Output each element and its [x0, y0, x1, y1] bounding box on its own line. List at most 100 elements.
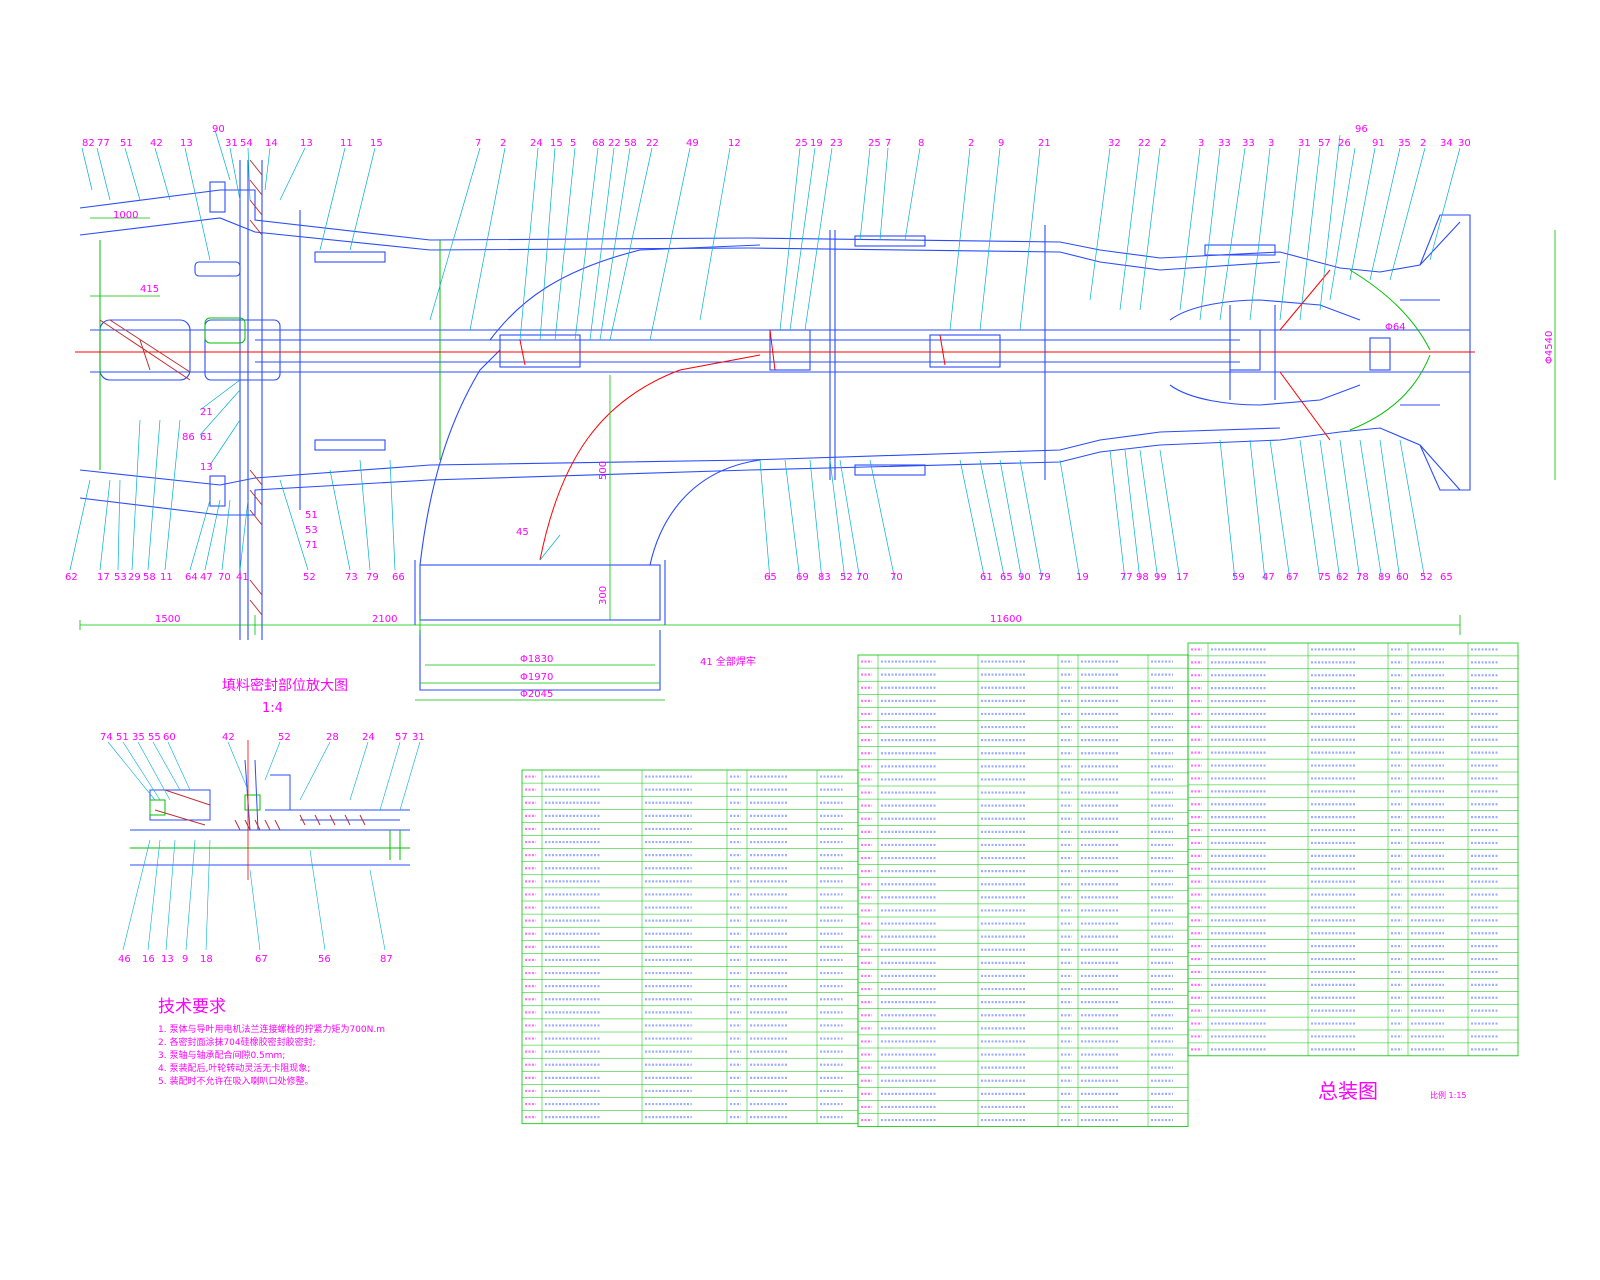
- bottom-callout-label: 70: [890, 572, 903, 583]
- dim-415: 415: [140, 284, 159, 295]
- top-callout-label: 22: [608, 138, 621, 149]
- side-label-86: 86: [182, 432, 195, 443]
- drawing-scale: 比例 1:15: [1430, 1090, 1467, 1100]
- bottom-callout-label: 70: [218, 572, 231, 583]
- tech-item-5: 5. 装配时不允许在吸入喇叭口处修整。: [158, 1075, 313, 1087]
- side-label-61: 61: [200, 432, 213, 443]
- top-callout-label: 12: [728, 138, 741, 149]
- bottom-callout-label: 29: [128, 572, 141, 583]
- bottom-callout-label: 79: [366, 572, 379, 583]
- bottom-callout-label: 52: [840, 572, 853, 583]
- bottom-callout-label: 70: [856, 572, 869, 583]
- top-callout-label: 13: [300, 138, 313, 149]
- detail-top-label-2: 35: [132, 732, 145, 743]
- top-callout-label: 8: [918, 138, 924, 149]
- bottom-callout-label: 77: [1120, 572, 1133, 583]
- detail-title: 填料密封部位放大图: [222, 677, 348, 694]
- top-callout-label: 35: [1398, 138, 1411, 149]
- bottom-callout-label: 53: [114, 572, 127, 583]
- top-callout-label: 11: [340, 138, 353, 149]
- detail-top-label-8: 24: [362, 732, 375, 743]
- bottom-callout-label: 65: [1000, 572, 1013, 583]
- bottom-callout-label: 73: [345, 572, 358, 583]
- bottom-callout-label: 64: [185, 572, 198, 583]
- bottom-callout-label: 17: [1176, 572, 1189, 583]
- bottom-callout-label: 62: [1336, 572, 1349, 583]
- top-callout-label: 2: [1160, 138, 1166, 149]
- bottom-callout-label: 66: [392, 572, 405, 583]
- parts-table-left-frame: [521, 769, 859, 1125]
- bottom-callout-label: 41: [236, 572, 249, 583]
- dim-phi2045: Φ2045: [520, 689, 553, 700]
- tech-item-1: 1. 泵体与导叶用电机法兰连接螺栓的拧紧力矩为700N.m: [158, 1023, 385, 1035]
- top-callout-label: 3: [1198, 138, 1204, 149]
- bottom-callout-label: 75: [1318, 572, 1331, 583]
- top-callout-label: 34: [1440, 138, 1453, 149]
- top-callout-label: 9: [998, 138, 1004, 149]
- side-label-51: 51: [305, 510, 318, 521]
- detail-top-label-3: 55: [148, 732, 161, 743]
- top-callout-label: 96: [1355, 124, 1368, 135]
- detail-top-label-5: 42: [222, 732, 235, 743]
- top-callout-label: 13: [180, 138, 193, 149]
- detail-bottom-label-3: 9: [182, 954, 188, 965]
- top-callout-label: 42: [150, 138, 163, 149]
- top-callout-label: 25: [868, 138, 881, 149]
- bottom-callout-label: 47: [1262, 572, 1275, 583]
- top-callout-label: 25: [795, 138, 808, 149]
- bottom-callout-label: 58: [143, 572, 156, 583]
- bottom-callout-label: 65: [1440, 572, 1453, 583]
- dim-phi64: Φ64: [1385, 322, 1406, 333]
- bottom-callout-label: 98: [1136, 572, 1149, 583]
- top-callout-label: 2: [968, 138, 974, 149]
- side-label-53: 53: [305, 525, 318, 536]
- bottom-callout-label: 79: [1038, 572, 1051, 583]
- detail-bottom-label-5: 67: [255, 954, 268, 965]
- top-callout-label: 91: [1372, 138, 1385, 149]
- title-block: 总装图 比例 1:15: [1318, 1079, 1467, 1103]
- detail-scale: 1:4: [262, 701, 283, 716]
- main-assembly-view: [69, 129, 1556, 701]
- top-callout-label: 31: [225, 138, 238, 149]
- top-callout-label: 15: [370, 138, 383, 149]
- top-callout-label: 33: [1218, 138, 1231, 149]
- top-callout-label: 2: [500, 138, 506, 149]
- side-label-21: 21: [200, 407, 213, 418]
- top-callout-label: 7: [885, 138, 891, 149]
- bottom-callout-label: 61: [980, 572, 993, 583]
- top-callout-label: 21: [1038, 138, 1051, 149]
- detail-top-label-9: 57: [395, 732, 408, 743]
- bottom-callout-label: 60: [1396, 572, 1409, 583]
- side-label-45: 45: [516, 527, 529, 538]
- top-callout-label: 51: [120, 138, 133, 149]
- top-callout-label: 58: [624, 138, 637, 149]
- bottom-callout-label: 52: [1420, 572, 1433, 583]
- bottom-callout-label: 47: [200, 572, 213, 583]
- detail-top-label-1: 51: [116, 732, 129, 743]
- dim-2100: 2100: [372, 614, 397, 625]
- packing-seal-detail: 填料密封部位放大图 1:4 74 51 35: [100, 677, 425, 965]
- detail-bottom-label-7: 87: [380, 954, 393, 965]
- detail-top-label-6: 52: [278, 732, 291, 743]
- top-callout-label: 33: [1242, 138, 1255, 149]
- top-callout-label: 19: [810, 138, 823, 149]
- bottom-callout-label: 11: [160, 572, 173, 583]
- dim-1000: 1000: [113, 210, 138, 221]
- top-callout-label: 31: [1298, 138, 1311, 149]
- bottom-callout-label: 52: [303, 572, 316, 583]
- main-side-labels: 21 86 61 13 51 53 71 45: [182, 407, 529, 551]
- tech-item-2: 2. 各密封面涂抹704硅橡胶密封胶密封;: [158, 1036, 316, 1048]
- dimension-texts: 1500 2100 11600 Φ1830 Φ1970 Φ2045 500 30…: [113, 210, 1555, 700]
- top-callout-label: 68: [592, 138, 605, 149]
- top-callout-label: 82: [82, 138, 95, 149]
- top-callout-label: 32: [1108, 138, 1121, 149]
- dim-phi1830: Φ1830: [520, 654, 553, 665]
- dim-1500: 1500: [155, 614, 180, 625]
- dim-phi1970: Φ1970: [520, 672, 553, 683]
- bottom-callout-label: 62: [65, 572, 78, 583]
- tech-item-3: 3. 泵轴与轴承配合间隙0.5mm;: [158, 1049, 285, 1061]
- detail-bottom-label-1: 16: [142, 954, 155, 965]
